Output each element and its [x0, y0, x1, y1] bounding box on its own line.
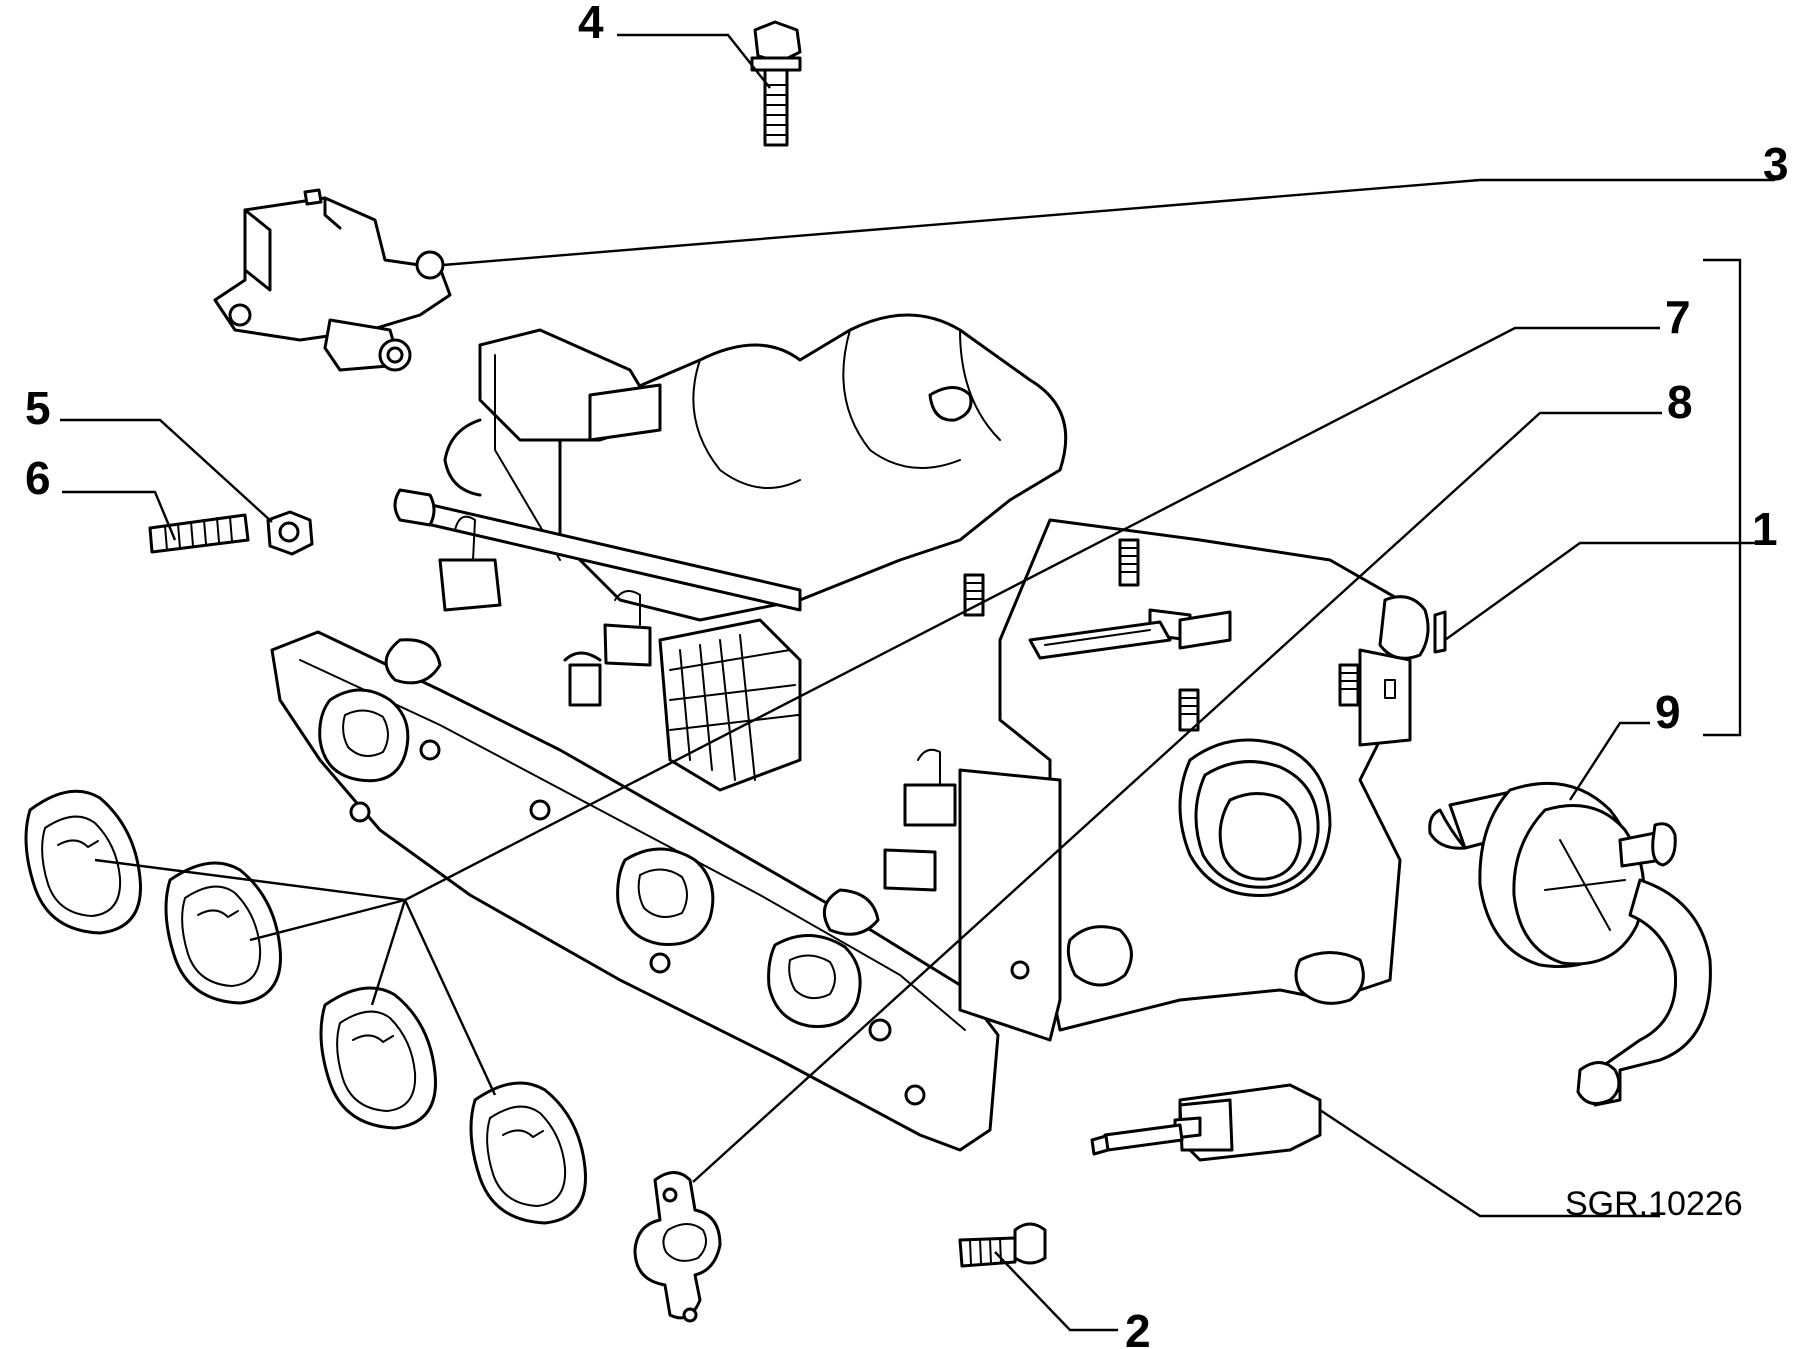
nut-part-5 [266, 510, 314, 556]
screw-part-2 [958, 1222, 1047, 1268]
callout-4: 4 [578, 0, 604, 48]
intake-manifold [270, 313, 1447, 1152]
stud-part-6 [148, 513, 250, 554]
callout-2: 2 [1125, 1305, 1151, 1349]
callout-labels: 1 2 3 4 5 6 7 8 9 SGR.10226 [25, 0, 1789, 1349]
leader-lines [60, 33, 1775, 1332]
callout-6: 6 [25, 452, 51, 504]
callout-5: 5 [25, 382, 51, 434]
callout-3: 3 [1763, 138, 1789, 190]
temperature-sensor [1090, 1083, 1322, 1162]
callout-9: 9 [1655, 686, 1681, 738]
callout-1: 1 [1752, 503, 1778, 555]
reference-code: SGR.10226 [1565, 1185, 1743, 1223]
intake-gaskets-part-7 [24, 789, 587, 1225]
callout-8: 8 [1667, 376, 1693, 428]
bolt-part-4 [750, 20, 802, 147]
callout-7: 7 [1665, 291, 1691, 343]
breather-valve-part-9 [1428, 781, 1712, 1107]
map-sensor-part-3 [213, 188, 452, 372]
small-gasket-part-8 [633, 1171, 722, 1323]
